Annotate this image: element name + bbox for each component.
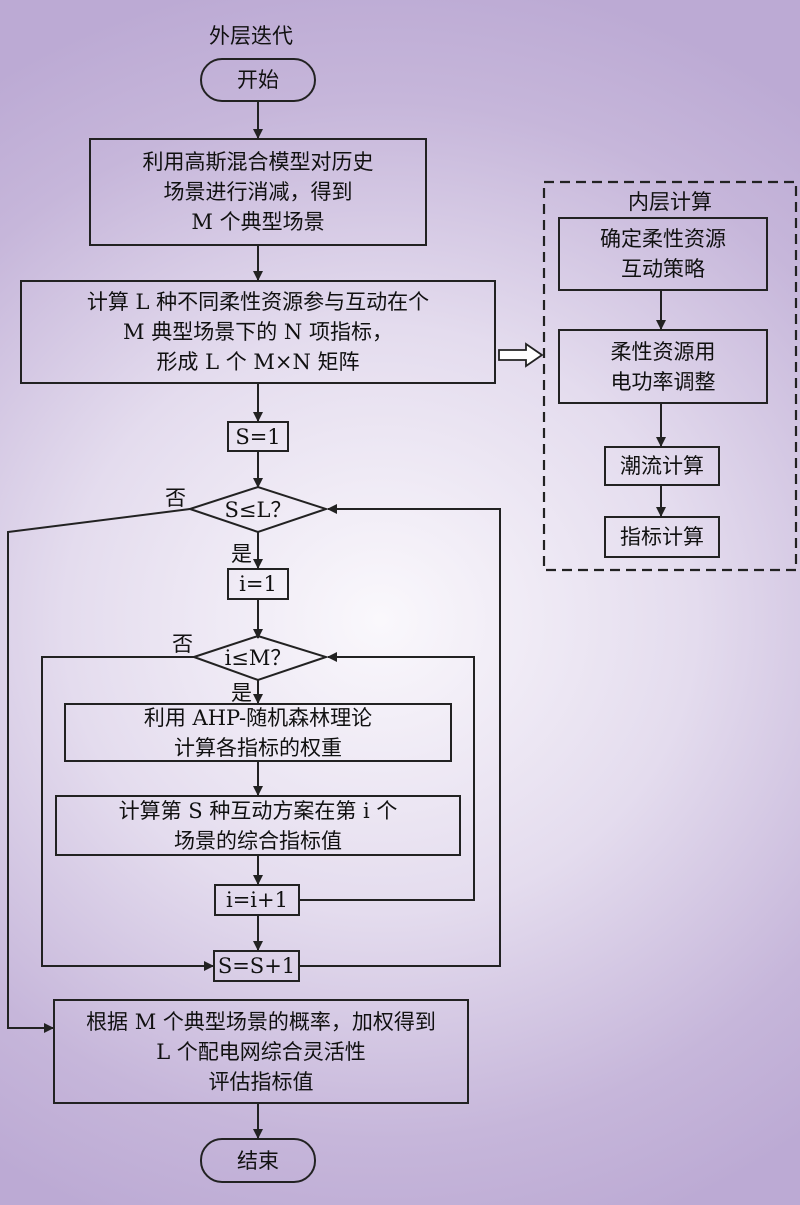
inner-step-index: 指标计算 (604, 516, 720, 558)
final-step-line-3: 评估指标值 (208, 1069, 314, 1094)
inc-s-label: S=S+1 (217, 954, 296, 978)
step-matrix-line-1: 计算 L 种不同柔性资源参与互动在个 (86, 290, 430, 314)
hollow-transfer-arrow (498, 342, 544, 368)
init-i-box: i=1 (227, 568, 289, 600)
connector-arrows (7, 102, 666, 1139)
step-composite-line-2: 场景的综合指标值 (174, 828, 342, 853)
end-terminal: 结束 (200, 1138, 316, 1183)
step-weight-line-1: 利用 AHP-随机森林理论 (143, 705, 373, 730)
inner-step-index-label: 指标计算 (620, 525, 704, 549)
inner-step-strategy-line-1: 确定柔性资源 (600, 227, 726, 251)
inner-step-power-line-2: 电功率调整 (610, 369, 716, 394)
decision-outer-label: S≤L？ (224, 498, 292, 522)
step-scene-reduction-line-3: M 个典型场景 (191, 210, 325, 234)
step-composite-line-1: 计算第 S 种互动方案在第 i 个 (118, 798, 398, 823)
inner-step-power-flow: 潮流计算 (604, 446, 720, 486)
arrow-outer-no-branch (7, 508, 191, 1033)
init-s-box: S=1 (227, 421, 289, 452)
inner-step-power-line-1: 柔性资源用 (610, 339, 716, 364)
step-matrix-line-2: M 典型场景下的 N 项指标， (123, 320, 393, 344)
step-scene-reduction: 利用高斯混合模型对历史 场景进行消减，得到 M 个典型场景 (89, 138, 427, 246)
step-scene-reduction-line-1: 利用高斯混合模型对历史 (142, 150, 374, 174)
decision-inner-label: i≤M？ (224, 646, 292, 670)
step-composite-value: 计算第 S 种互动方案在第 i 个 场景的综合指标值 (55, 795, 461, 856)
step-weight-line-2: 计算各指标的权重 (174, 735, 342, 760)
inc-i-box: i=i+1 (214, 884, 300, 916)
step-weight-calculation: 利用 AHP-随机森林理论 计算各指标的权重 (64, 703, 452, 762)
inner-step-strategy: 确定柔性资源 互动策略 (558, 217, 768, 291)
decision-diamond-inner (190, 634, 330, 682)
final-step-line-1: 根据 M 个典型场景的概率，加权得到 (86, 1009, 436, 1034)
step-matrix-line-3: 形成 L 个 M×N 矩阵 (156, 350, 360, 374)
arrow-outer-loop-back (300, 504, 501, 967)
init-s-label: S=1 (235, 424, 281, 449)
step-matrix-calculation: 计算 L 种不同柔性资源参与互动在个 M 典型场景下的 N 项指标， 形成 L … (20, 280, 496, 384)
outer-yes-label: 是 (231, 542, 252, 566)
inner-step-strategy-line-2: 互动策略 (621, 257, 705, 281)
inner-no-label: 否 (172, 632, 193, 656)
inc-i-label: i=i+1 (226, 888, 288, 912)
init-i-label: i=1 (239, 572, 277, 596)
start-label: 开始 (237, 68, 279, 92)
final-step-line-2: L 个配电网综合灵活性 (156, 1039, 366, 1064)
start-terminal: 开始 (200, 58, 316, 102)
inc-s-box: S=S+1 (213, 950, 300, 982)
inner-step-power-adjust: 柔性资源用 电功率调整 (558, 329, 768, 404)
inner-yes-label: 是 (231, 681, 252, 705)
arrow-inner-loop-back (300, 652, 475, 901)
decision-diamond-outer (186, 485, 330, 534)
outer-no-label: 否 (165, 486, 186, 510)
inner-panel-title: 内层计算 (628, 190, 712, 214)
inner-step-power-flow-label: 潮流计算 (620, 454, 704, 478)
step-scene-reduction-line-2: 场景进行消减，得到 (163, 180, 353, 204)
end-label: 结束 (237, 1148, 279, 1173)
final-weighted-step: 根据 M 个典型场景的概率，加权得到 L 个配电网综合灵活性 评估指标值 (53, 999, 469, 1104)
arrow-inner-no-branch (41, 656, 214, 971)
outer-title: 外层迭代 (209, 24, 293, 48)
